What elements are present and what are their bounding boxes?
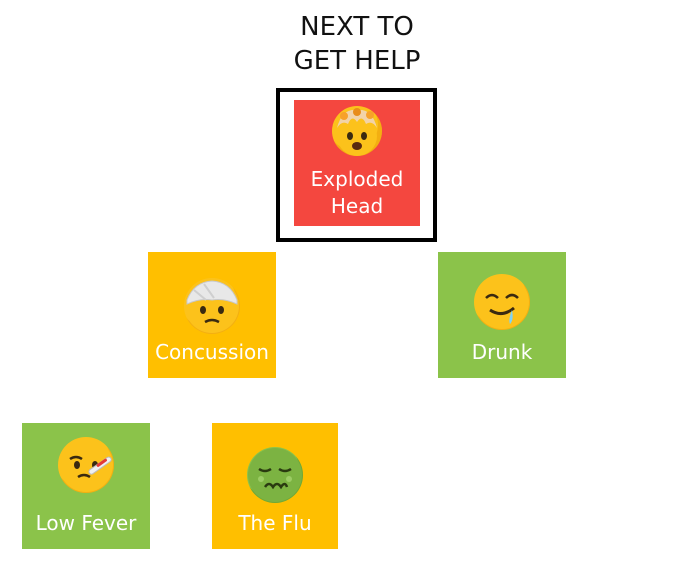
heading: NEXT TO GET HELP xyxy=(230,10,484,78)
the-flu-label: The Flu xyxy=(238,511,312,535)
face-with-thermometer-icon xyxy=(58,437,114,493)
exploded-head-label: Exploded Head xyxy=(311,166,404,220)
node-low-fever[interactable]: Low Fever xyxy=(22,423,150,549)
concussion-label: Concussion xyxy=(155,340,269,364)
exploded-head-label-line-2: Head xyxy=(330,194,384,218)
drooling-face-icon xyxy=(474,274,530,330)
exploded-head-label-line-1: Exploded xyxy=(310,167,404,191)
node-the-flu[interactable]: The Flu xyxy=(212,423,338,549)
nauseated-face-icon xyxy=(247,447,303,503)
low-fever-label: Low Fever xyxy=(35,511,137,535)
heading-line-2: GET HELP xyxy=(293,46,421,76)
node-drunk[interactable]: Drunk xyxy=(438,252,566,378)
bandaged-face-icon xyxy=(184,278,240,334)
drunk-label: Drunk xyxy=(471,340,533,364)
heading-line-1: NEXT TO xyxy=(300,12,414,42)
exploding-head-icon xyxy=(332,106,382,156)
node-exploded-head[interactable]: Exploded Head xyxy=(294,100,420,226)
node-concussion[interactable]: Concussion xyxy=(148,252,276,378)
